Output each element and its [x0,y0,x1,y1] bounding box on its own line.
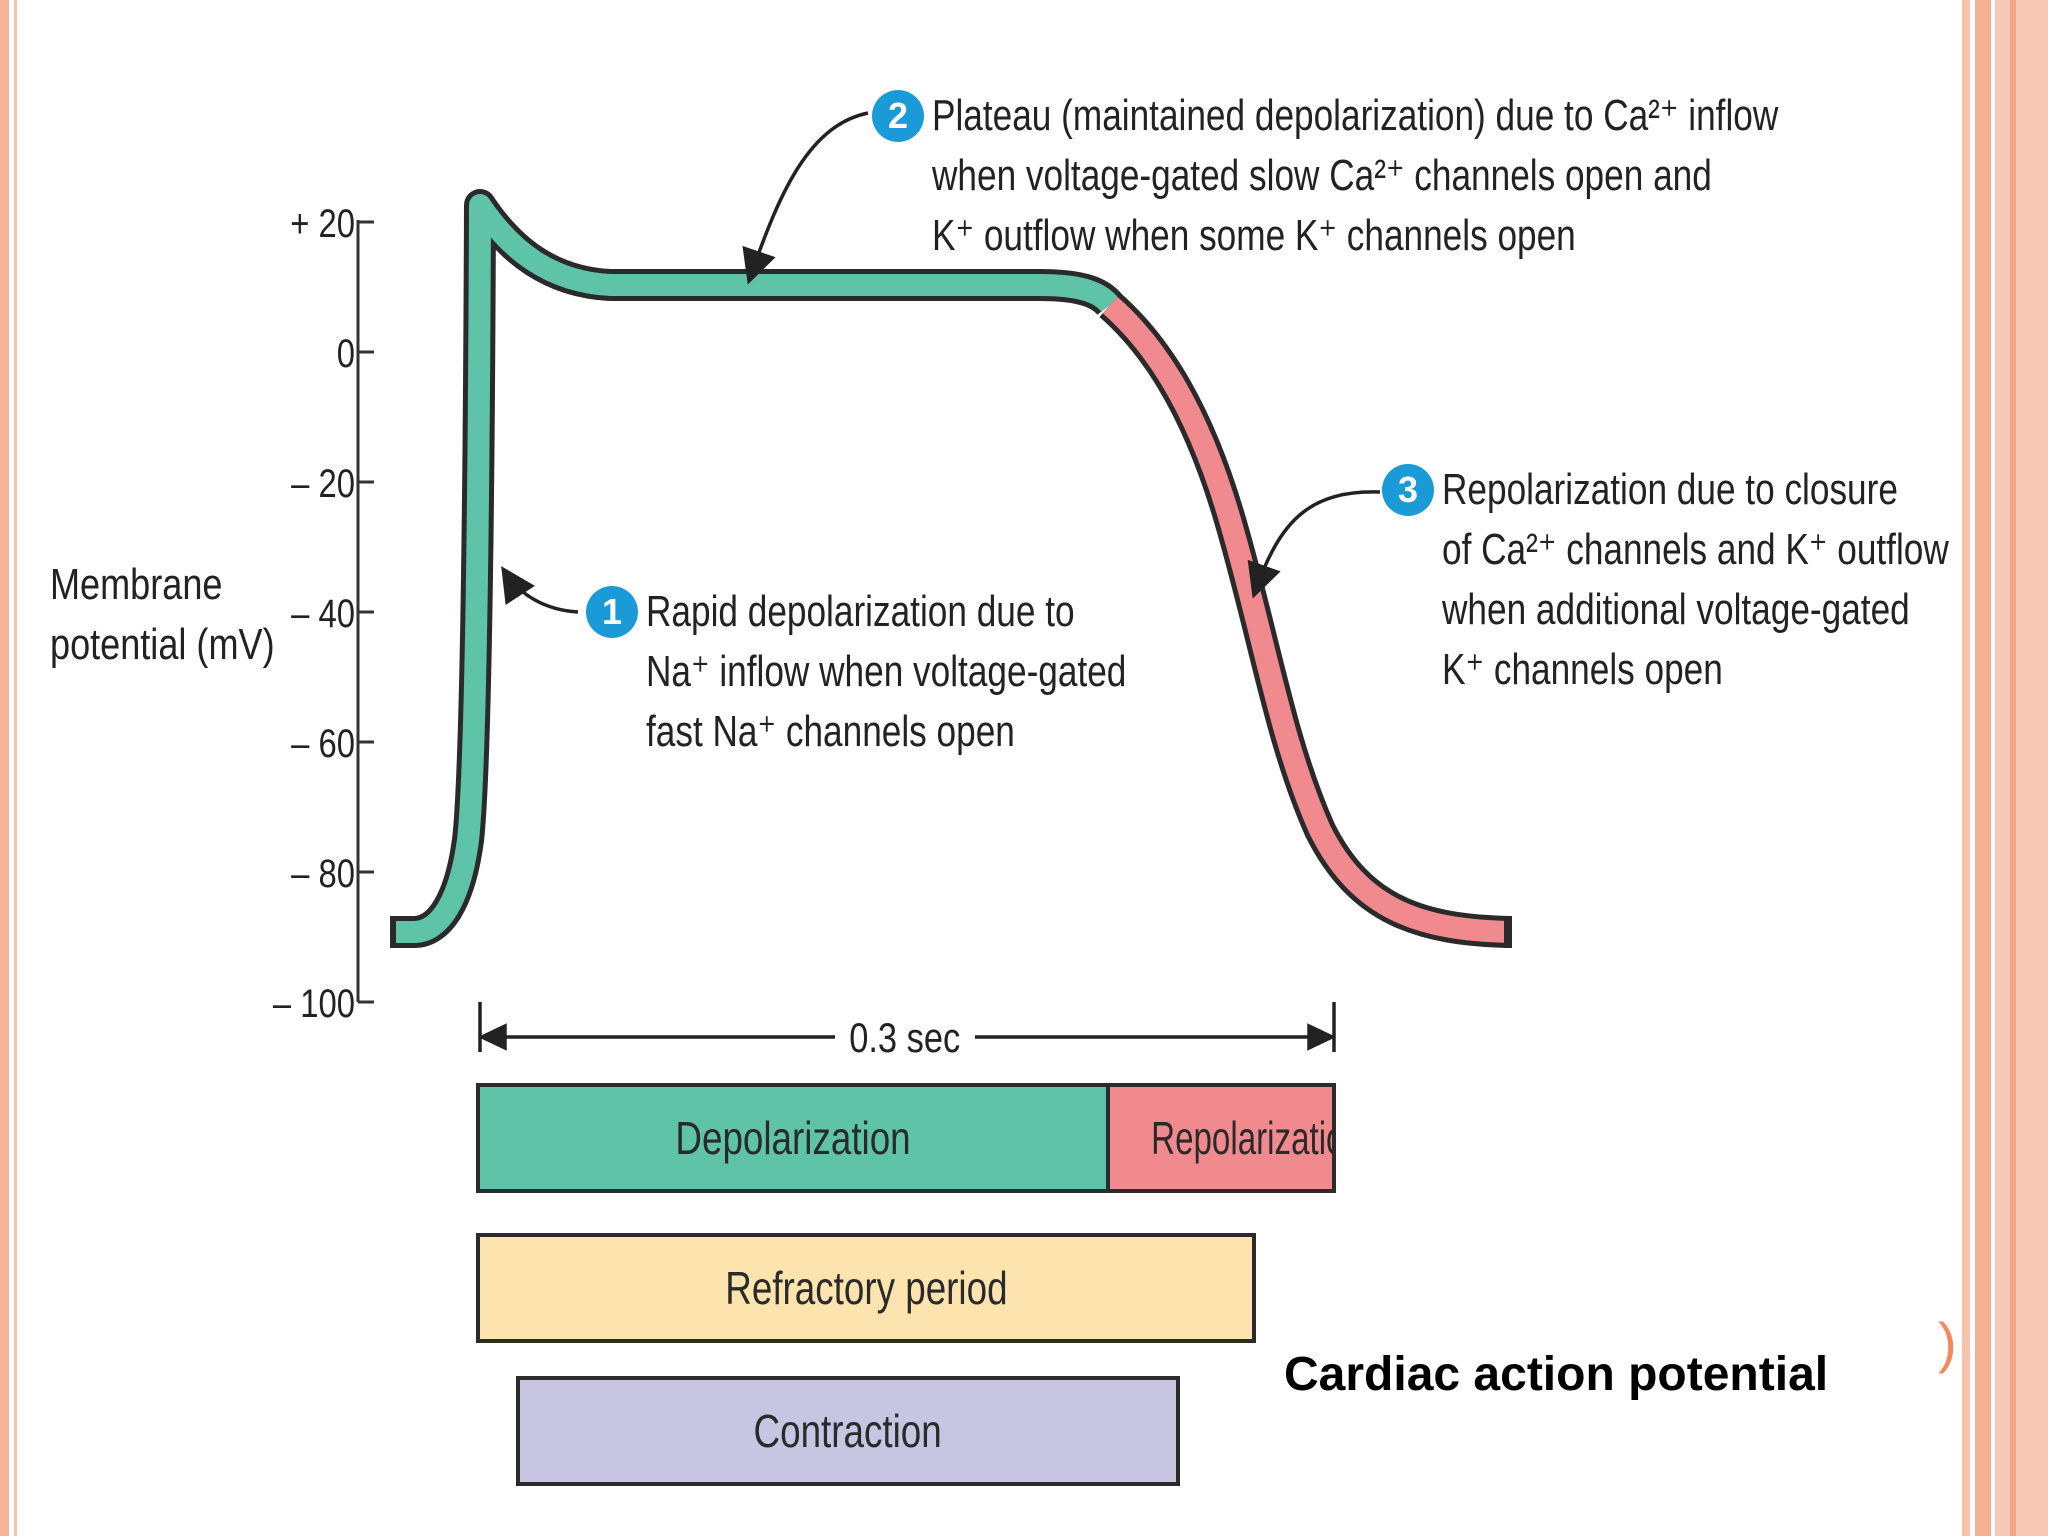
repolarization-label: Repolarization [1151,1112,1332,1164]
slide-border-right-outer [1995,0,2048,1536]
callout-2-arrow [742,111,869,285]
callout-3-text: Repolarization due to closure of Ca²⁺ ch… [1442,460,1949,700]
y-tick-label: – 80 [291,852,355,896]
callout-line: Na⁺ inflow when voltage-gated [646,647,1127,696]
callout-line: when additional voltage-gated [1442,585,1910,634]
repolarization-bar: Repolarization [1106,1083,1336,1193]
action-potential-curve [390,189,1512,948]
y-tick-label: – 40 [291,592,355,636]
curve-repolarization-fill [1102,296,1511,943]
callout-2-text: Plateau (maintained depolarization) due … [932,86,1778,266]
depolarization-label: Depolarization [675,1112,911,1164]
callout-line: fast Na⁺ channels open [646,707,1015,756]
duration-label: 0.3 sec [835,1010,975,1066]
slide-border-right [1962,0,1970,1536]
y-axis [356,220,374,1004]
curve-depolarization-fill [392,194,1119,943]
callout-line: Rapid depolarization due to [646,587,1075,636]
callout-2-badge: 2 [872,90,924,142]
slide-caption: Cardiac action potential [1284,1348,1829,1401]
slide-border-right-stripe [2010,0,2016,1536]
callout-line: K⁺ outflow when some K⁺ channels open [932,211,1576,260]
y-tick-label: – 60 [291,722,355,766]
y-axis-title: Membrane potential (mV) [50,560,275,669]
callout-line: of Ca²⁺ channels and K⁺ outflow [1442,525,1949,574]
curve-end-cap [1504,916,1512,948]
slide-border-left [0,0,9,1536]
slide-border-left-inner [14,0,17,1536]
depolarization-bar: Depolarization [476,1083,1110,1193]
callout-arrows [501,111,1381,614]
callout-line: K⁺ channels open [1442,645,1723,694]
callout-1-badge: 1 [586,586,638,638]
slide-border-right-band [1975,0,1991,1536]
callout-line: when voltage-gated slow Ca²⁺ channels op… [932,151,1712,200]
refractory-period-bar: Refractory period [476,1233,1256,1343]
callout-line: Repolarization due to closure [1442,465,1898,514]
contraction-label: Contraction [753,1405,943,1457]
y-tick-label: 0 [336,332,355,376]
callout-1-arrow [501,566,579,614]
curve-start-cap [390,916,396,948]
curve-depolarization-segment [392,189,1123,948]
y-tick-label: + 20 [290,202,355,246]
corner-mark: ) [1938,1311,1957,1374]
refractory-label: Refractory period [724,1262,1008,1314]
callout-3-badge: 3 [1382,464,1434,516]
callout-3-arrow [1247,490,1381,599]
callout-line: Plateau (maintained depolarization) due … [932,91,1779,140]
contraction-bar: Contraction [516,1376,1180,1486]
y-tick-label: – 20 [291,462,355,506]
callout-1-text: Rapid depolarization due to Na⁺ inflow w… [646,582,1126,762]
y-tick-label: – 100 [272,982,355,1026]
duration-text: 0.3 sec [849,1014,961,1061]
duration-arrow-left [477,1023,507,1051]
duration-arrow-right [1307,1023,1337,1051]
